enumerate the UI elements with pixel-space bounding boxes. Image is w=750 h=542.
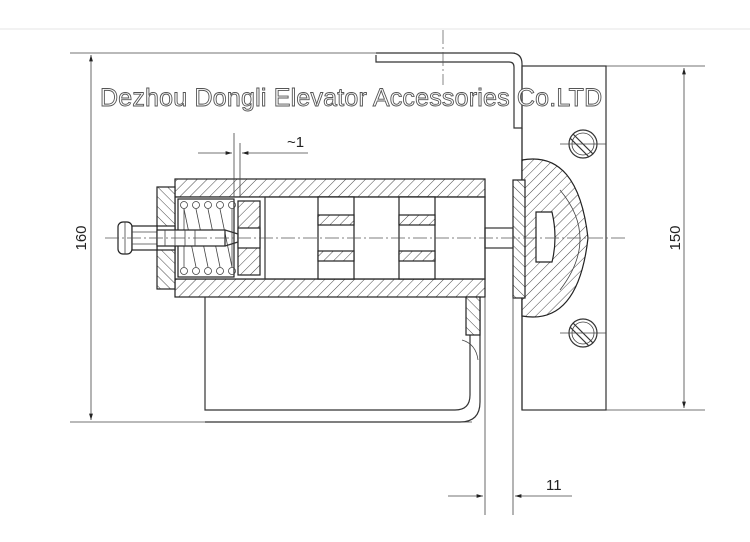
dimension-label-150: 150	[667, 225, 684, 250]
company-watermark: Dezhou Dongli Elevator Accessories Co.LT…	[100, 84, 602, 112]
top-bracket-plate	[375, 52, 523, 129]
armature-plate	[512, 179, 526, 299]
dimension-label-160: 160	[73, 225, 90, 250]
lower-support-bracket	[204, 296, 481, 423]
dimension-label-11: 11	[546, 477, 562, 494]
dimension-spring-gap: ~1	[198, 133, 308, 197]
upper-screw	[560, 129, 606, 159]
dimension-bracket-height: 150	[606, 65, 705, 411]
dimension-label-tilde-1: ~1	[287, 134, 304, 151]
adjusting-bolt	[117, 221, 239, 255]
dimension-plate-offset: 11	[448, 297, 572, 515]
lower-screw	[560, 318, 606, 348]
